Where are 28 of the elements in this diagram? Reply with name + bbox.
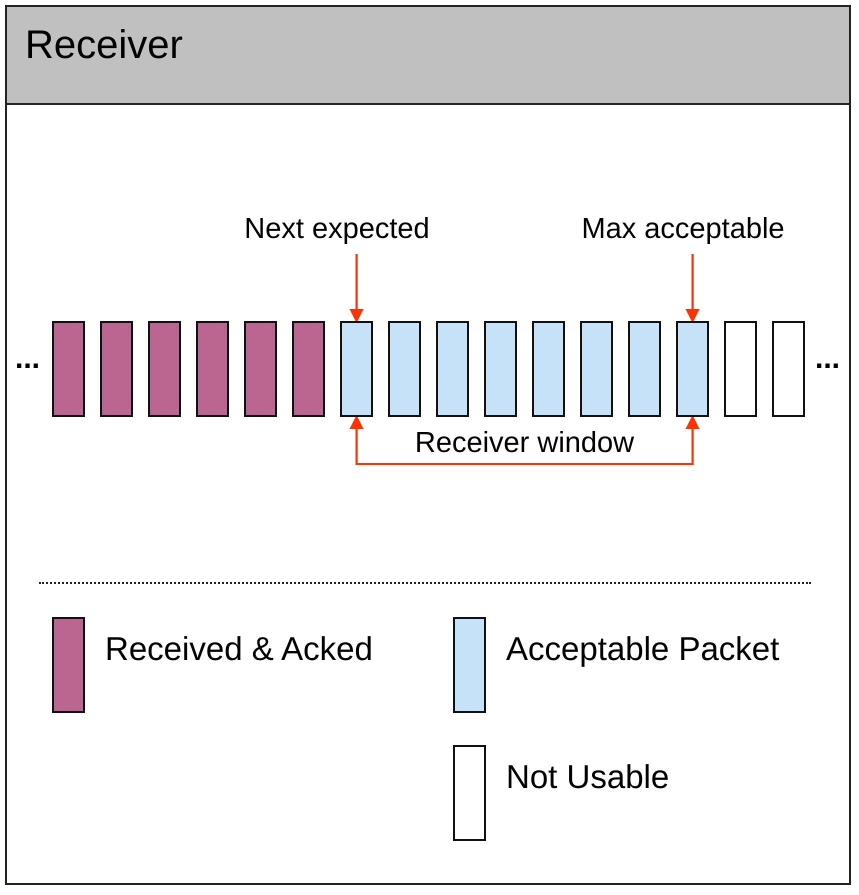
packet-bar (580, 321, 613, 417)
arrow (686, 254, 700, 323)
receiver-panel (5, 5, 851, 885)
packet-bar (436, 321, 469, 417)
arrow (350, 254, 364, 323)
packet-bar (388, 321, 421, 417)
packet-bar (148, 321, 181, 417)
packet-bar (244, 321, 277, 417)
packet-bar (292, 321, 325, 417)
panel-title: Receiver (25, 23, 183, 68)
packet-bar (532, 321, 565, 417)
arrow (350, 415, 700, 465)
packet-bar (676, 321, 709, 417)
packet-bar (100, 321, 133, 417)
packet-bar (772, 321, 805, 417)
ellipsis: ... (15, 342, 40, 376)
pointer-label: Next expected (244, 213, 430, 246)
packet-bar (340, 321, 373, 417)
packet-bar (628, 321, 661, 417)
pointer-label: Max acceptable (581, 213, 785, 246)
packet-bar (52, 321, 85, 417)
legend-text: Not Usable (506, 758, 670, 796)
legend-text: Received & Acked (105, 630, 373, 668)
legend-text: Acceptable Packet (506, 630, 780, 668)
packet-bar (196, 321, 229, 417)
packet-bar (724, 321, 757, 417)
packet-bar (484, 321, 517, 417)
ellipsis: ... (815, 342, 840, 376)
